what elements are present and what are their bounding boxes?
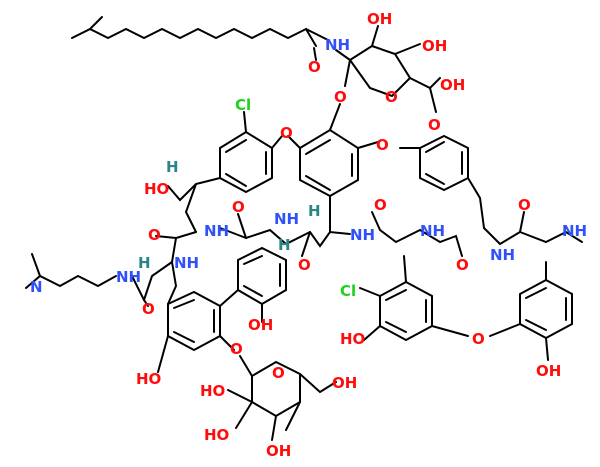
label-o-ring-bottom: O [272,364,285,382]
label-o-ether-2: O [376,136,389,154]
ring-mid-bottom [379,280,433,342]
ring-right-top [419,134,469,192]
label-oh-bottom-sugar-3: OH [266,442,291,460]
top-sugar-substituents [335,25,441,113]
label-h-stereo-1: H [166,158,179,176]
label-h-stereo-2: H [308,202,321,220]
ring-bottom-left [167,290,221,352]
label-nh-right-1: NH [420,222,445,240]
label-ho-left: HO [144,180,169,198]
backbone-mid [219,227,351,248]
acyl-chain [71,16,317,47]
backbone-mid-2 [237,211,583,257]
label-n-dimethyl: N [30,278,43,296]
label-nh-top: NH [325,36,350,54]
dimethylamino-chain [25,253,117,289]
ring-left-top-subs [167,111,283,233]
label-o-ether-bottom: O [472,330,485,348]
ring-right-bottom [519,278,573,340]
label-nh-right-2: NH [490,246,515,264]
ring-left-top [219,130,273,194]
label-o-glyco-bottom: O [230,340,243,358]
amide-top-bonds [305,28,329,61]
label-ho-bottom-left: HO [136,370,161,388]
ring-right-bottom-subs [489,261,549,361]
label-o-right-2: O [518,196,531,214]
label-o-glyco-top: O [334,88,347,106]
bond-lines [25,16,583,441]
label-nh-left-1: NH [204,222,229,240]
label-nh-amide-left: NH [116,268,141,286]
label-nh-left-2: NH [174,254,199,272]
label-ho-bottom-sugar-1: HO [200,382,225,400]
label-o-right-3: O [456,256,469,274]
label-ho-bottom-sugar-2: HO [204,426,229,444]
label-o-left-1: O [148,226,161,244]
ring-central-top-subs [287,103,379,219]
label-o-carbonyl-mid: O [232,198,245,216]
amide-left [131,275,149,307]
label-oh-mid: OH [248,316,273,334]
ring-right-top-subs [399,147,485,229]
biaryl-links [157,289,263,373]
label-ho-mid: HO [340,330,365,348]
label-oh-acid: OH [440,76,465,94]
label-oh-top-1: OH [367,10,392,28]
ring-central-top [299,128,359,198]
label-h-stereo-3: H [278,236,291,254]
label-oh-bottom-sugar-ch2: OH [332,374,357,392]
label-nh-mid-2: NH [350,226,375,244]
top-sugar-ring [348,44,412,98]
label-o-amide-top: O [308,58,321,76]
label-oh-right: OH [536,362,561,380]
ring-mid-left [237,246,287,306]
label-o-left-2: O [142,300,155,318]
label-h-stereo-4: H [138,254,151,272]
label-o-ring-top: O [385,88,398,106]
label-nh-methyl: NH [562,222,587,240]
label-cl-top: Cl [235,96,251,114]
label-o-mid-2: O [298,256,311,274]
label-o-acid: O [428,116,441,134]
ring-mid-bottom-subs [359,255,469,341]
atom-labels: OH OH NH O O O OH O Cl O O H HO O NH O N… [30,10,587,460]
bottom-sugar-subs [227,355,337,441]
label-oh-top-2: OH [422,37,447,55]
backbone-left [143,231,197,305]
label-cl-mid: Cl [340,282,356,300]
label-o-ether-1: O [280,124,293,142]
label-o-right-1: O [374,196,387,214]
label-nh-mid-1: NH [274,210,299,228]
